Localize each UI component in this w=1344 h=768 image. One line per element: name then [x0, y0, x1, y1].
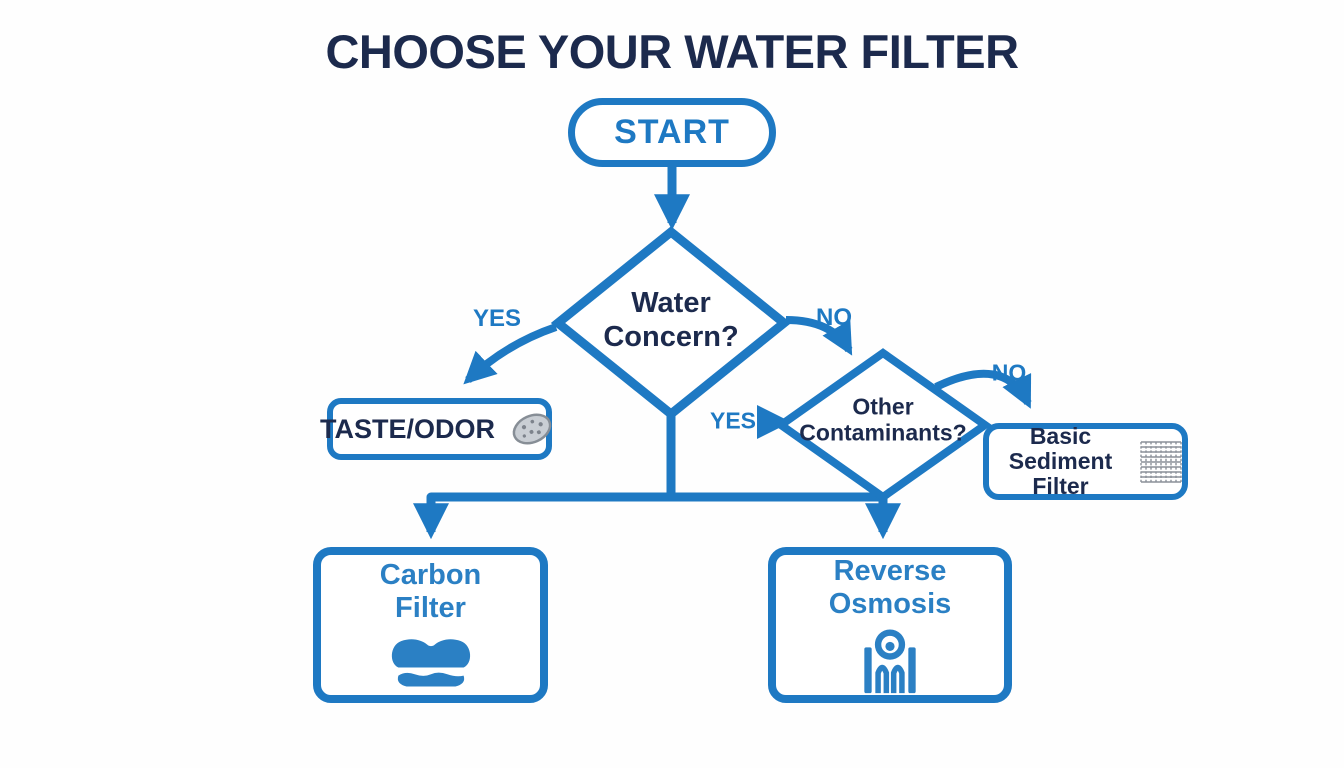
edge-label-other-contaminants-yes: YES — [709, 407, 757, 434]
arrow-other-contaminants-yes — [757, 405, 791, 439]
start-node: START — [568, 98, 776, 167]
carbon-filter-line2: Filter — [395, 592, 466, 624]
basic-sediment-filter-line2: Filter — [1032, 472, 1089, 499]
carbon-filter-box: Carbon Filter — [313, 547, 548, 703]
decision-other-contaminants-label: Other Contaminants? — [799, 393, 967, 446]
reverse-osmosis-line2: Osmosis — [828, 588, 952, 620]
taste-odor-label: TASTE/ODOR — [320, 413, 495, 444]
membrane-icon — [864, 629, 916, 694]
decision-other-contaminants-line1: Other — [852, 393, 914, 420]
arrow-water-concern-no — [785, 316, 853, 356]
basic-sediment-filter-line1: Basic Sediment — [1008, 423, 1113, 475]
taste-odor-box: TASTE/ODOR — [320, 398, 552, 460]
reverse-osmosis-line1: Reverse — [833, 554, 947, 587]
edge-label-water-concern-no: NO — [816, 304, 852, 331]
carbon-filter-label: Carbon Filter — [380, 559, 482, 626]
decision-other-contaminants-line2: Contaminants? — [799, 419, 967, 445]
decision-water-concern-line1: Water — [631, 286, 711, 319]
decision-other-contaminants-shape — [774, 348, 992, 502]
sponge-icon — [512, 413, 552, 445]
arrow-bus-to-carbon-filter — [413, 492, 883, 540]
decision-water-concern-label: Water Concern? — [603, 286, 738, 354]
sponge-icon — [391, 639, 470, 687]
decision-water-concern-line2: Concern? — [603, 321, 739, 353]
reverse-osmosis-box: Reverse Osmosis — [768, 547, 1012, 703]
basic-sediment-filter-box: Basic Sediment Filter — [983, 423, 1188, 500]
start-label: START — [614, 113, 730, 151]
carbon-filter-line1: Carbon — [379, 558, 482, 591]
decision-water-concern-shape — [550, 226, 792, 420]
basic-sediment-filter-label: Basic Sediment Filter — [989, 424, 1132, 498]
edge-label-other-contaminants-no: NO — [991, 359, 1027, 386]
mesh-icon — [1140, 440, 1182, 483]
arrow-water-concern-yes — [463, 323, 558, 385]
reverse-osmosis-label: Reverse Osmosis — [829, 555, 952, 622]
edge-label-water-concern-yes: YES — [472, 305, 522, 332]
arrow-other-contaminants-no — [934, 369, 1032, 409]
page-title: CHOOSE YOUR WATER FILTER — [325, 25, 1019, 78]
